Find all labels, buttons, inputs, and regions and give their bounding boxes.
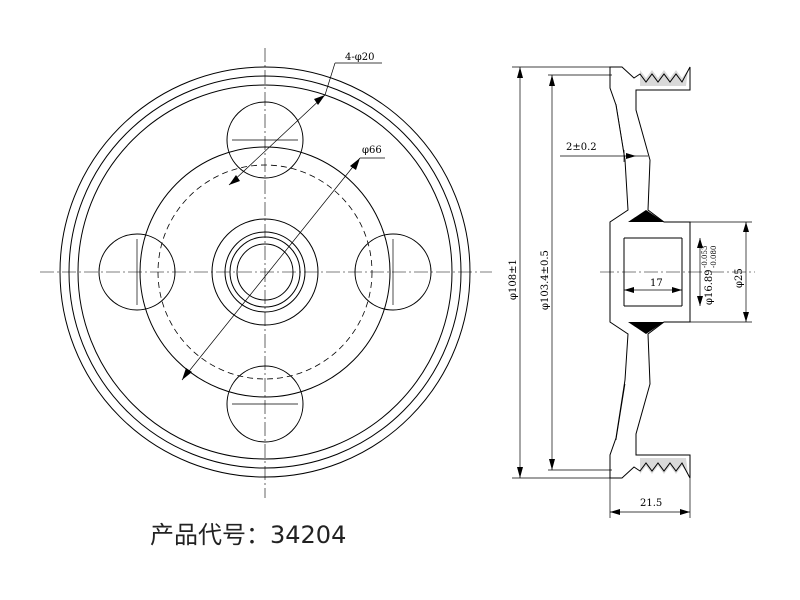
pulley-profile [609,66,691,479]
rivet-upper [628,210,664,222]
groove-dia-label: φ103.4±0.5 [540,250,551,310]
hole-dimension-line [228,94,326,186]
total-width-label: 21.5 [640,498,662,509]
hub-dia-label: φ25 [734,268,745,288]
product-code: 34204 [270,521,347,549]
groove-depth-label: 2±0.2 [566,142,597,153]
section-view: φ108±1 φ103.4±0.5 2±0.2 17 φ16.89 -0.053… [508,66,755,518]
rim-step-circle [77,84,453,460]
rivet-lower [628,322,664,334]
outer-dia-label: φ108±1 [508,259,519,300]
pcd-label: φ66 [362,145,382,156]
bore-tol-upper: -0.053 [701,246,709,268]
bore-tol-lower: -0.080 [710,246,718,268]
front-view: 4-φ20 φ66 [40,48,492,498]
product-code-caption: 产品代号：34204 [150,515,346,550]
holes-label: 4-φ20 [345,52,374,63]
caption-prefix: 产品代号： [150,521,270,549]
pcd-dimension-line [181,157,361,381]
bore-dia-label: φ16.89 [704,269,715,305]
hub-length-label: 17 [650,278,663,289]
